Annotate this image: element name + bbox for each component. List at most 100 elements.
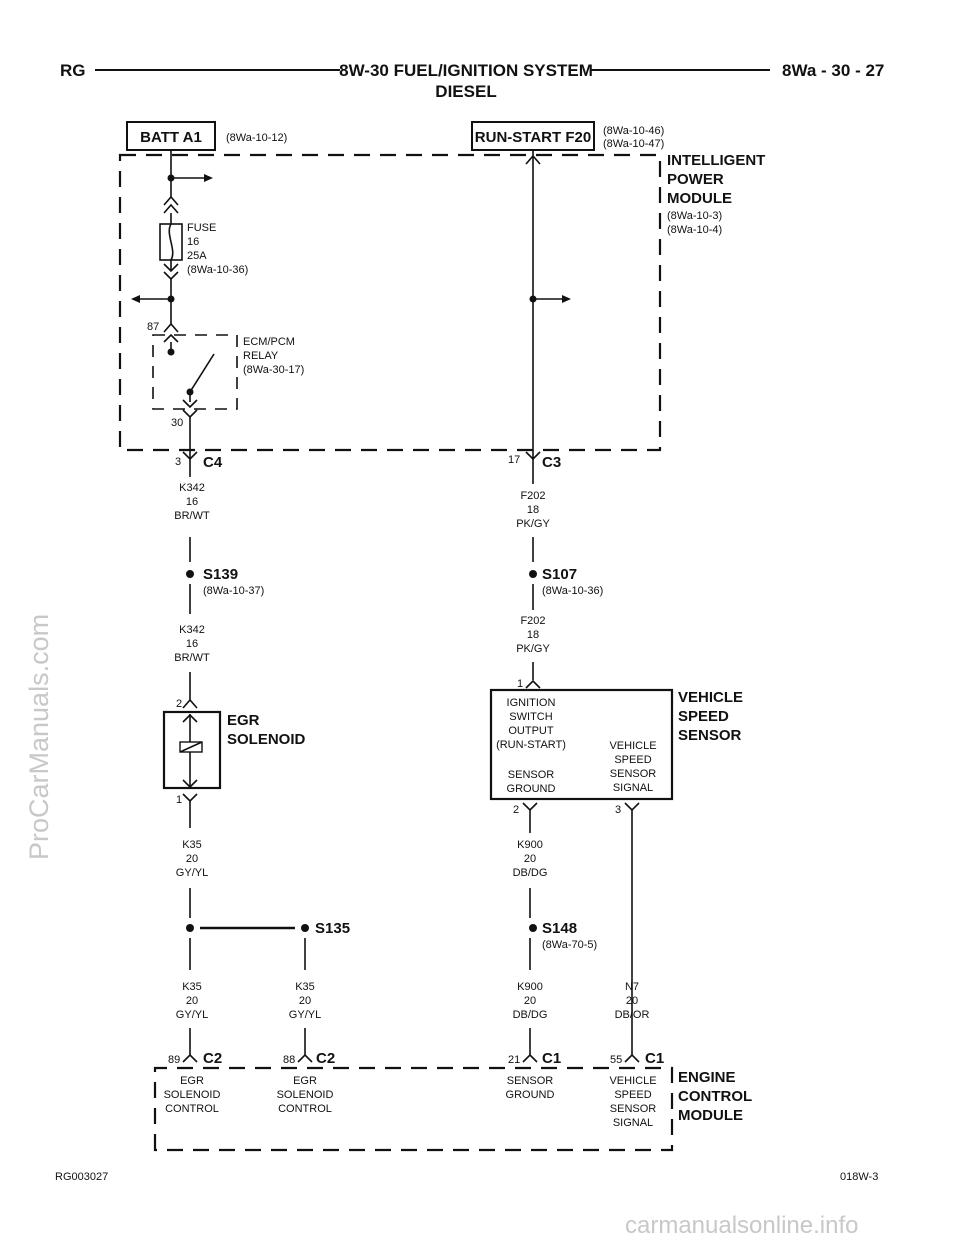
vss-pin-3: 3 — [615, 804, 621, 816]
ecm-label-3: MODULE — [678, 1107, 743, 1124]
wire-gauge: 20 — [186, 995, 198, 1007]
relay-pin-87: 87 — [147, 321, 159, 333]
wire-k35-right: K35 20 GY/YL — [289, 981, 321, 1045]
wire-k900-lower: K900 20 DB/DG — [513, 981, 548, 1045]
wire-color: BR/WT — [174, 652, 210, 664]
wire-gauge: 20 — [299, 995, 311, 1007]
footer-figure-id: RG003027 — [55, 1171, 108, 1183]
ecm-p4-text: SPEED — [614, 1089, 651, 1101]
relay-label-2: RELAY — [243, 350, 279, 362]
wire-k35-left: K35 20 GY/YL — [176, 981, 208, 1045]
run-start-circuit — [525, 150, 571, 458]
ecm-label-1: ENGINE — [678, 1069, 736, 1086]
wire-code: F202 — [520, 490, 545, 502]
vss-sig-3: SENSOR — [610, 768, 657, 780]
fuse-label: FUSE — [187, 222, 216, 234]
egr-pin-2: 2 — [176, 698, 182, 710]
arrow-right-icon — [562, 295, 571, 303]
ecm-p1-text: SOLENOID — [164, 1089, 221, 1101]
header-section-code: RG — [60, 61, 86, 80]
arrow-right-icon — [204, 174, 213, 182]
ecm-p3-text: GROUND — [506, 1089, 555, 1101]
ecm-conn-c1: C1 — [542, 1050, 561, 1067]
wire-color: GY/YL — [176, 1009, 208, 1021]
wire-color: DB/DG — [513, 1009, 548, 1021]
batt-a1-ref: (8Wa-10-12) — [226, 132, 287, 144]
bottom-watermark: carmanualsonline.info — [625, 1212, 858, 1239]
fuse-number: 16 — [187, 236, 199, 248]
wire-code: K900 — [517, 981, 543, 993]
wire-code: K35 — [295, 981, 315, 993]
c4-pin: 3 — [175, 456, 181, 468]
wire-gauge: 20 — [524, 853, 536, 865]
ecm-p4-text: VEHICLE — [609, 1075, 656, 1087]
egr-label-2: SOLENOID — [227, 731, 306, 748]
ipm-ref-2: (8Wa-10-4) — [667, 224, 722, 236]
wire-f202-upper: F202 18 PK/GY — [516, 490, 550, 562]
run-start-f20-label: RUN-START F20 — [475, 129, 591, 146]
wire-color: GY/YL — [289, 1009, 321, 1021]
wire-f202-lower: F202 18 PK/GY — [516, 615, 550, 680]
ecm-conn-c2: C2 — [203, 1050, 222, 1067]
ecm-p3-text: SENSOR — [507, 1075, 554, 1087]
page-header: RG 8W-30 FUEL/IGNITION SYSTEM DIESEL 8Wa… — [60, 61, 884, 101]
wire-color: BR/WT — [174, 510, 210, 522]
vss-sig-4: SIGNAL — [613, 782, 653, 794]
wire-code: F202 — [520, 615, 545, 627]
wire-gauge: 20 — [186, 853, 198, 865]
header-page-number: 8Wa - 30 - 27 — [782, 61, 884, 80]
vss-label-3: SENSOR — [678, 727, 742, 744]
vss-sig-1: VEHICLE — [609, 740, 656, 752]
splice-s135: S135 — [186, 920, 350, 970]
wire-n7: N7 20 DB/OR — [615, 981, 650, 1021]
arrow-left-icon — [131, 295, 140, 303]
wire-gauge: 20 — [626, 995, 638, 1007]
ipm-label-1: INTELLIGENT — [667, 152, 765, 169]
ecm-p4-text: SIGNAL — [613, 1117, 653, 1129]
ecm-pcm-relay — [152, 334, 238, 410]
vss-gnd-1: SENSOR — [508, 769, 555, 781]
wire-code: K900 — [517, 839, 543, 851]
connector-c3: 17 C3 — [508, 451, 561, 484]
ecm-p1-text: EGR — [180, 1075, 204, 1087]
ecm-p4-text: SENSOR — [610, 1103, 657, 1115]
wire-color: GY/YL — [176, 867, 208, 879]
relay-pin-30: 30 — [171, 417, 183, 429]
c3-pin: 17 — [508, 454, 520, 466]
wire-gauge: 20 — [524, 995, 536, 1007]
side-watermark: ProCarManuals.com — [24, 614, 54, 860]
vss-ign-3: OUTPUT — [508, 725, 554, 737]
connector-c4: 3 C4 — [175, 451, 223, 477]
wire-gauge: 18 — [527, 504, 539, 516]
wire-gauge: 16 — [186, 638, 198, 650]
ecm-p2-text: EGR — [293, 1075, 317, 1087]
wire-code: K342 — [179, 624, 205, 636]
header-subtitle: DIESEL — [435, 82, 496, 101]
batt-a1-label: BATT A1 — [140, 129, 202, 146]
wire-k900-upper: K900 20 DB/DG — [513, 839, 548, 918]
ipm-ref-1: (8Wa-10-3) — [667, 210, 722, 222]
vss-pin-2: 2 — [513, 804, 519, 816]
ecm-pin-21: 21 — [508, 1054, 520, 1066]
fuse-rating: 25A — [187, 250, 207, 262]
wire-k342-upper: K342 16 BR/WT — [174, 482, 210, 562]
fuse-ref: (8Wa-10-36) — [187, 264, 248, 276]
ecm-pin-55: 55 — [610, 1054, 622, 1066]
header-title: 8W-30 FUEL/IGNITION SYSTEM — [339, 61, 593, 80]
egr-solenoid: 2 EGR SOLENOID 1 — [162, 698, 306, 828]
wire-code: K35 — [182, 839, 202, 851]
vss-sig-2: SPEED — [614, 754, 651, 766]
wire-code: K342 — [179, 482, 205, 494]
wire-code: K35 — [182, 981, 202, 993]
run-start-f20-source: RUN-START F20 (8Wa-10-46) (8Wa-10-47) — [471, 121, 664, 151]
wire-color: DB/DG — [513, 867, 548, 879]
ipm-label-2: POWER — [667, 171, 724, 188]
wire-gauge: 18 — [527, 629, 539, 641]
run-start-ref-1: (8Wa-10-46) — [603, 125, 664, 137]
engine-control-module: 89 C2 88 C2 21 C1 55 C1 EGR SOLENOID CON… — [153, 1043, 752, 1152]
ecm-pin-89: 89 — [168, 1054, 180, 1066]
vss-ign-2: SWITCH — [509, 711, 552, 723]
ipm-label-3: MODULE — [667, 190, 732, 207]
vss-ign-4: (RUN-START) — [496, 739, 566, 751]
s107-label: S107 — [542, 566, 577, 583]
